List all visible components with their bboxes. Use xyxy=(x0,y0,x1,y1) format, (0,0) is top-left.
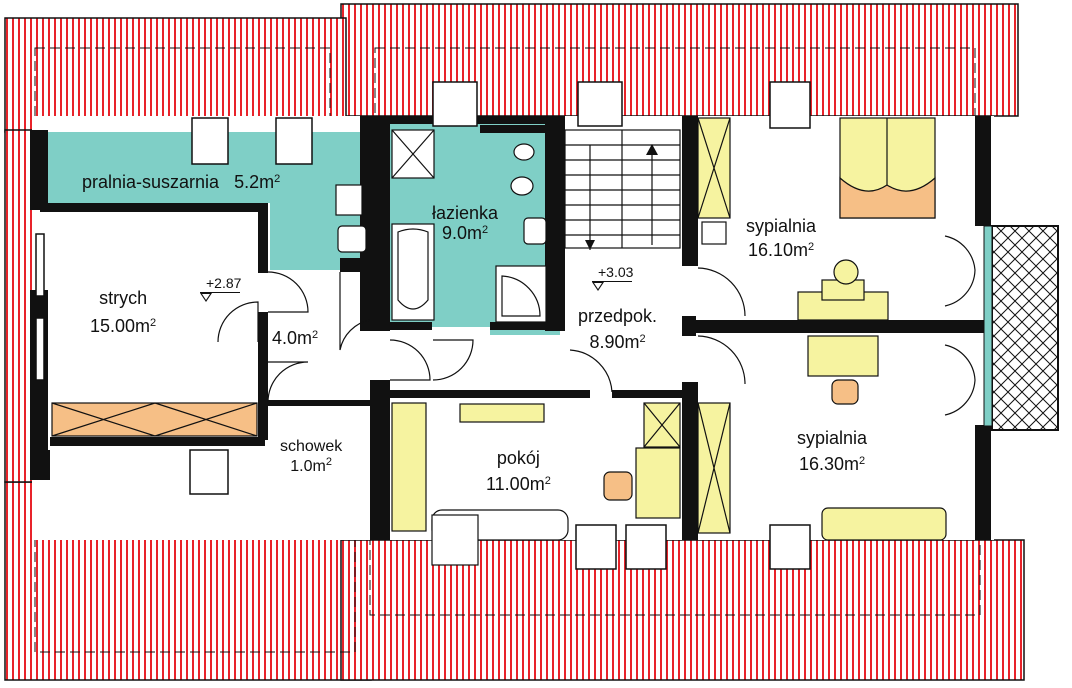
furniture xyxy=(51,117,947,566)
pralnia-area-exp: 2 xyxy=(274,173,281,185)
stairs xyxy=(564,129,681,250)
doors xyxy=(217,235,976,416)
pokoj-area-exp: 2 xyxy=(544,475,551,487)
hall-small-area-exp: 2 xyxy=(312,329,319,341)
room-label-sypialnia-bottom: sypialnia 16.30m2 xyxy=(797,428,867,474)
room-label-strych: strych 15.00m2 xyxy=(90,288,156,336)
pokoj-area: 11.00m xyxy=(486,474,545,494)
hall-small-area: 4.0m xyxy=(272,328,313,348)
room-label-schowek: schowek 1.0m2 xyxy=(280,437,342,477)
sypialnia-top-area: 16.10m xyxy=(747,240,808,260)
strych-area-exp: 2 xyxy=(150,317,157,329)
sypialnia-top-area-exp: 2 xyxy=(807,241,815,253)
level-triangle-icon xyxy=(592,282,604,291)
level-line xyxy=(200,292,240,293)
lazienka-name: łazienka xyxy=(432,203,499,223)
room-label-lazienka: łazienka 9.0m2 xyxy=(432,203,498,243)
sypialnia-bottom-name: sypialnia xyxy=(797,428,868,448)
sypialnia-top-name: sypialnia xyxy=(746,216,817,236)
bathroom-fixtures xyxy=(335,129,547,323)
przedpok-area: 8.90m xyxy=(589,332,640,352)
room-label-pokoj: pokój 11.00m2 xyxy=(486,448,551,494)
schowek-name: schowek xyxy=(280,438,343,455)
pralnia-name: pralnia-suszarnia xyxy=(82,172,220,192)
room-label-hall-small: 4.0m2 xyxy=(272,328,318,348)
sypialnia-bottom-area: 16.30m xyxy=(798,454,859,474)
room-label-pralnia: pralnia-suszarnia 5.2m2 xyxy=(82,172,280,192)
schowek-area: 1.0m xyxy=(290,458,326,475)
room-label-przedpok: przedpok. 8.90m2 xyxy=(578,306,657,352)
level-strych-text: +2.87 xyxy=(206,275,242,291)
strych-area: 15.00m xyxy=(90,316,151,336)
schowek-area-exp: 2 xyxy=(325,456,332,468)
level-triangle-icon xyxy=(200,293,212,302)
balcony xyxy=(991,225,1059,431)
lazienka-area-exp: 2 xyxy=(481,224,489,236)
windows xyxy=(35,81,811,570)
room-label-sypialnia-top: sypialnia 16.10m2 xyxy=(746,216,816,260)
level-stairs-text: +3.03 xyxy=(598,264,634,280)
level-line xyxy=(592,281,632,282)
przedpok-area-exp: 2 xyxy=(639,333,646,345)
sypialnia-bottom-area-exp: 2 xyxy=(858,455,866,467)
przedpok-name: przedpok. xyxy=(578,306,658,326)
strych-name: strych xyxy=(99,288,148,308)
pralnia-area: 5.2m xyxy=(234,172,275,192)
pokoj-name: pokój xyxy=(496,448,540,468)
lazienka-area: 9.0m xyxy=(441,223,482,243)
